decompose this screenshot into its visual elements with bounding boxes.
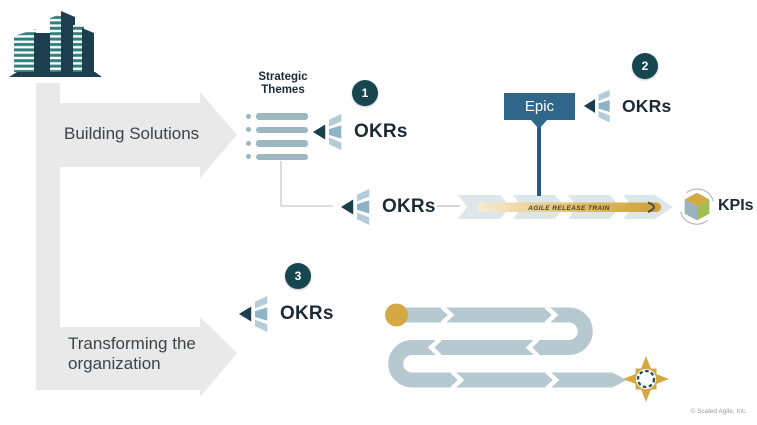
kpis-label: KPIs: [718, 197, 754, 214]
okr-label-epic: OKRs: [622, 95, 672, 116]
step-badge-3: 3: [285, 263, 311, 289]
okr-group-transformation: OKRs: [238, 295, 334, 333]
strategic-themes-line2: Themes: [261, 84, 305, 96]
kpi-cube-icon: [680, 188, 714, 225]
transforming-organization-arrow: [58, 317, 237, 397]
train-body: [477, 202, 661, 212]
compass-star-icon: [623, 356, 669, 402]
agile-release-train-label: AGILE RELEASE TRAIN: [527, 205, 610, 212]
start-dot-icon: [385, 303, 408, 327]
okr-group-strategic-themes: OKRs: [312, 113, 408, 151]
transforming-organization-label: Transforming the organization: [68, 334, 196, 374]
epic-box: Epic: [504, 93, 575, 120]
transformation-path: [385, 303, 669, 402]
step-badge-1: 1: [352, 80, 378, 106]
left-flow-band: [36, 83, 60, 390]
okr-funnel-icon: [340, 189, 370, 225]
okr-group-epic: OKRs: [583, 89, 671, 123]
step-badge-2: 2: [632, 53, 658, 79]
okr-group-art: OKRs: [340, 188, 436, 226]
okr-label-strategic: OKRs: [354, 121, 408, 142]
epic-stem: [537, 121, 541, 196]
building-solutions-label: Building Solutions: [64, 124, 200, 143]
agile-release-train: AGILE RELEASE TRAIN: [458, 195, 673, 219]
transforming-line1: Transforming the: [68, 334, 196, 353]
epic-box-tail: [531, 120, 547, 129]
buildings-icon: [9, 11, 102, 77]
strategic-themes-line1: Strategic: [258, 71, 308, 83]
okr-label-transformation: OKRs: [280, 303, 334, 324]
transforming-line2: organization: [68, 354, 161, 373]
strategic-themes-title: Strategic Themes: [248, 71, 318, 97]
okr-label-art: OKRs: [382, 196, 436, 217]
themes-to-okr-connector: [280, 161, 333, 207]
copyright-text: © Scaled Agile, Inc.: [690, 408, 747, 415]
okr-funnel-icon: [312, 114, 342, 150]
okr-funnel-icon: [238, 296, 268, 332]
strategic-themes-list-icon: [246, 113, 308, 167]
building-solutions-arrow: [58, 92, 237, 178]
train-nose: [647, 201, 656, 214]
okr-funnel-icon: [583, 89, 610, 123]
